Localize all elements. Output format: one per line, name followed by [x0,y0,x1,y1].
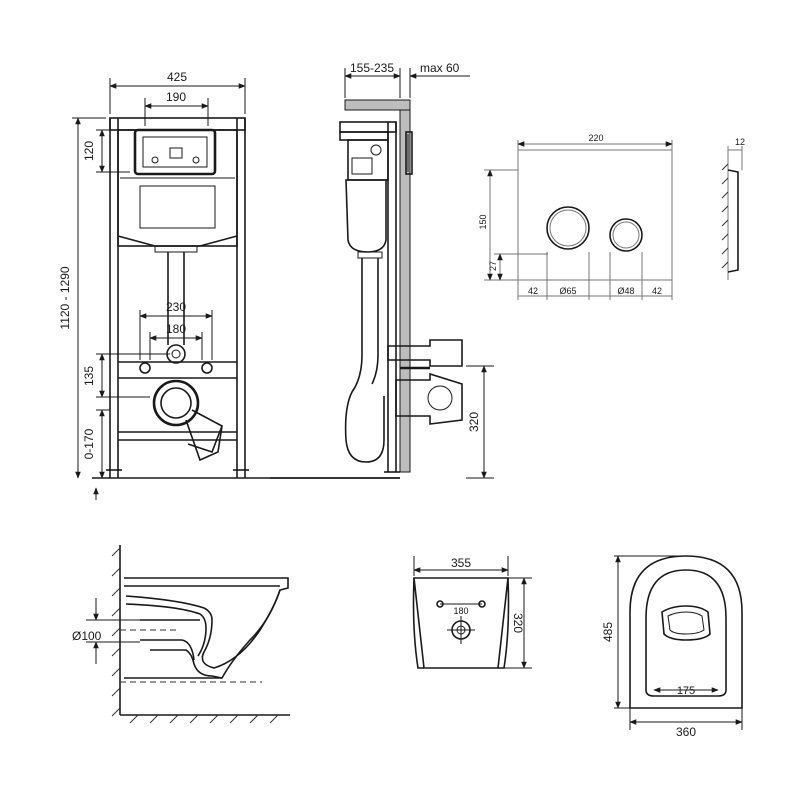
dim-small-button: Ø48 [617,286,634,296]
dim-plate-thickness: 12 [735,137,745,147]
dim-leg-adjust: 0-170 [82,428,96,459]
dim-left-margin: 42 [528,286,538,296]
dim-frame-width: 425 [167,70,187,84]
dim-max-offset: max 60 [420,61,460,75]
dim-top-width: 360 [676,725,696,739]
dim-plate-width: 220 [588,133,603,143]
dim-bolt-inner: 180 [166,322,186,336]
dim-top-offset: 120 [82,141,96,161]
dim-panel-width: 190 [166,90,186,104]
frame-front-view: 425 190 120 1120 - 1290 230 180 135 0 [58,70,400,500]
dim-top-hole-spacing: 175 [677,685,695,697]
dim-back-bolt-spacing: 180 [453,606,468,616]
dim-frame-depth: 155-235 [350,61,394,75]
dim-outlet-height: 135 [82,366,96,386]
dim-side-outlet-height: 320 [467,412,481,432]
dim-top-length: 485 [601,622,615,642]
frame-side-view: 155-235 max 60 320 [270,61,494,479]
dim-big-button: Ø65 [559,286,576,296]
toilet-top-view: 175 485 360 [601,555,743,739]
dim-bolt-outer: 230 [166,300,186,314]
flush-plate-front-view: 220 150 27 42 Ø65 Ø48 42 [478,133,673,300]
dim-right-margin: 42 [652,286,662,296]
dim-plate-bottom-offset: 27 [488,261,498,271]
dim-pipe-diameter: Ø100 [72,629,102,643]
toilet-side-section: Ø100 [72,545,290,724]
dim-back-height: 320 [511,613,525,633]
dim-frame-height: 1120 - 1290 [58,266,72,329]
toilet-back-view: 355 180 320 [412,556,532,669]
dim-back-width: 355 [451,556,471,570]
flush-plate-side-view: 12 [721,137,745,280]
dim-plate-height: 150 [478,214,488,229]
